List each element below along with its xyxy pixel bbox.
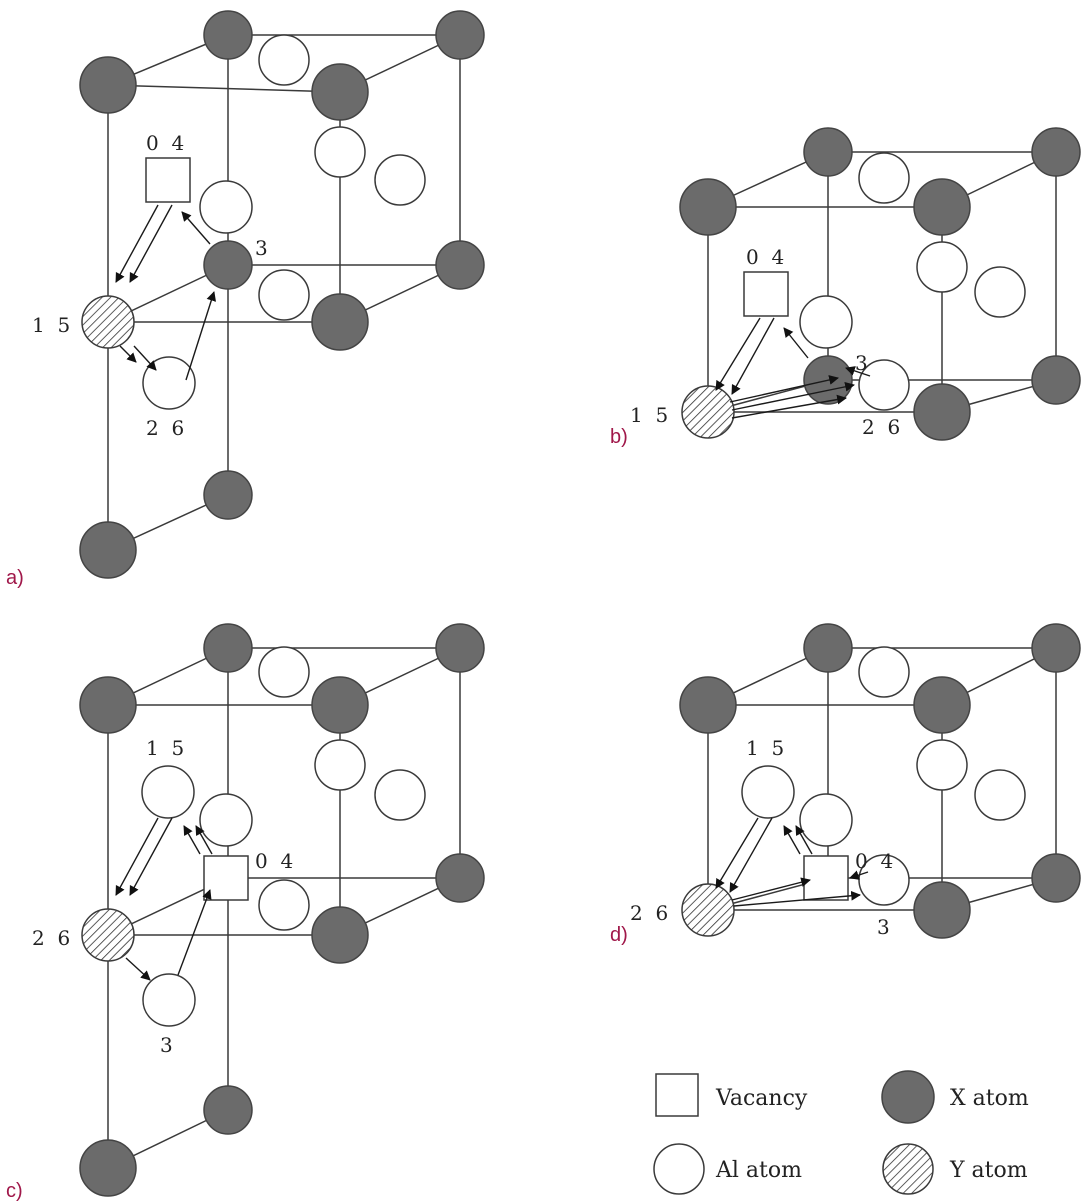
al-atom [141, 765, 195, 819]
panel-d: 1 5 0 4 2 6 3 d) [610, 623, 1081, 946]
x-atom [435, 240, 485, 290]
y-atom [681, 385, 735, 439]
x-atom [203, 1085, 253, 1135]
label-top: 1 5 [146, 736, 184, 760]
x-atom [1031, 623, 1081, 673]
legend-x-atom-label: X atom [950, 1086, 1029, 1111]
x-atom [79, 676, 137, 734]
label-left: 2 6 [32, 926, 70, 950]
x-atom [913, 383, 971, 441]
x-atom [203, 10, 253, 60]
al-atom [314, 126, 366, 178]
x-atom [803, 127, 853, 177]
panel-c: 1 5 0 4 2 6 3 c) [6, 623, 485, 1202]
al-atom [258, 269, 310, 321]
al-atom [741, 765, 795, 819]
al-atom [199, 180, 253, 234]
panel-b: 0 4 3 1 5 2 6 b) [610, 127, 1081, 448]
label-left: 1 5 [32, 313, 70, 337]
label-left: 2 6 [630, 901, 668, 925]
al-atom [314, 739, 366, 791]
x-atom [311, 293, 369, 351]
x-atom [435, 853, 485, 903]
al-atom [974, 266, 1026, 318]
al-atom [258, 646, 310, 698]
x-atom [203, 240, 253, 290]
panel-label: d) [610, 924, 628, 946]
x-atom [203, 470, 253, 520]
legend-al-atom-swatch [653, 1143, 705, 1195]
al-atom [858, 152, 910, 204]
label-bottom: 3 [160, 1033, 173, 1057]
al-atom [858, 854, 910, 906]
x-atom [913, 676, 971, 734]
vacancy-square [803, 855, 849, 901]
al-atom [374, 154, 426, 206]
panel-c-arrows [115, 817, 213, 981]
x-atom [435, 10, 485, 60]
label-right: 0 4 [855, 849, 893, 873]
x-atom [1031, 853, 1081, 903]
al-atom [858, 359, 910, 411]
x-atom [311, 676, 369, 734]
legend-y-atom-label: Y atom [949, 1158, 1028, 1183]
label-top: 0 4 [146, 131, 184, 155]
x-atom [435, 623, 485, 673]
al-atom [258, 34, 310, 86]
legend-vacancy-swatch [655, 1073, 699, 1117]
al-atom [974, 769, 1026, 821]
x-atom [913, 178, 971, 236]
al-atom [799, 793, 853, 847]
al-atom [374, 769, 426, 821]
x-atom [79, 56, 137, 114]
x-atom [79, 1139, 137, 1197]
label-bottom: 3 [877, 915, 890, 939]
legend-y-atom-swatch [882, 1143, 934, 1195]
x-atom [203, 623, 253, 673]
panel-label: c) [6, 1180, 23, 1202]
al-atom [916, 241, 968, 293]
label-top: 1 5 [746, 736, 784, 760]
al-atom [916, 739, 968, 791]
label-top: 0 4 [746, 245, 784, 269]
x-atom [679, 676, 737, 734]
x-atom [803, 623, 853, 673]
al-atom [142, 973, 196, 1027]
al-atom [799, 295, 853, 349]
x-atom [1031, 355, 1081, 405]
legend: Vacancy X atom Al atom Y atom [653, 1070, 1029, 1195]
legend-x-atom-swatch [881, 1070, 935, 1124]
al-atom [199, 793, 253, 847]
y-atom [81, 908, 135, 962]
legend-al-atom-label: Al atom [715, 1158, 802, 1183]
label-bottom: 2 6 [862, 415, 900, 439]
x-atom [1031, 127, 1081, 177]
panel-d-arrows [715, 817, 869, 907]
panel-a: 0 4 3 1 5 2 6 a) [6, 10, 485, 589]
x-atom [311, 63, 369, 121]
x-atom [679, 178, 737, 236]
x-atom [913, 881, 971, 939]
y-atom [81, 295, 135, 349]
vacancy-square [145, 157, 191, 203]
panel-b-arrows [715, 317, 871, 419]
y-atom [681, 883, 735, 937]
label-right: 0 4 [255, 849, 293, 873]
panel-label: a) [6, 567, 24, 589]
panel-a-arrows [115, 204, 216, 381]
legend-vacancy-label: Vacancy [715, 1086, 808, 1111]
label-bottom: 2 6 [146, 416, 184, 440]
label-right: 3 [855, 351, 868, 375]
vacancy-square [743, 271, 789, 317]
al-atom [858, 646, 910, 698]
al-atom [258, 879, 310, 931]
x-atom [79, 521, 137, 579]
panel-label: b) [610, 426, 628, 448]
label-left: 1 5 [630, 403, 668, 427]
label-right: 3 [255, 236, 268, 260]
vacancy-square [203, 855, 249, 901]
x-atom [311, 906, 369, 964]
